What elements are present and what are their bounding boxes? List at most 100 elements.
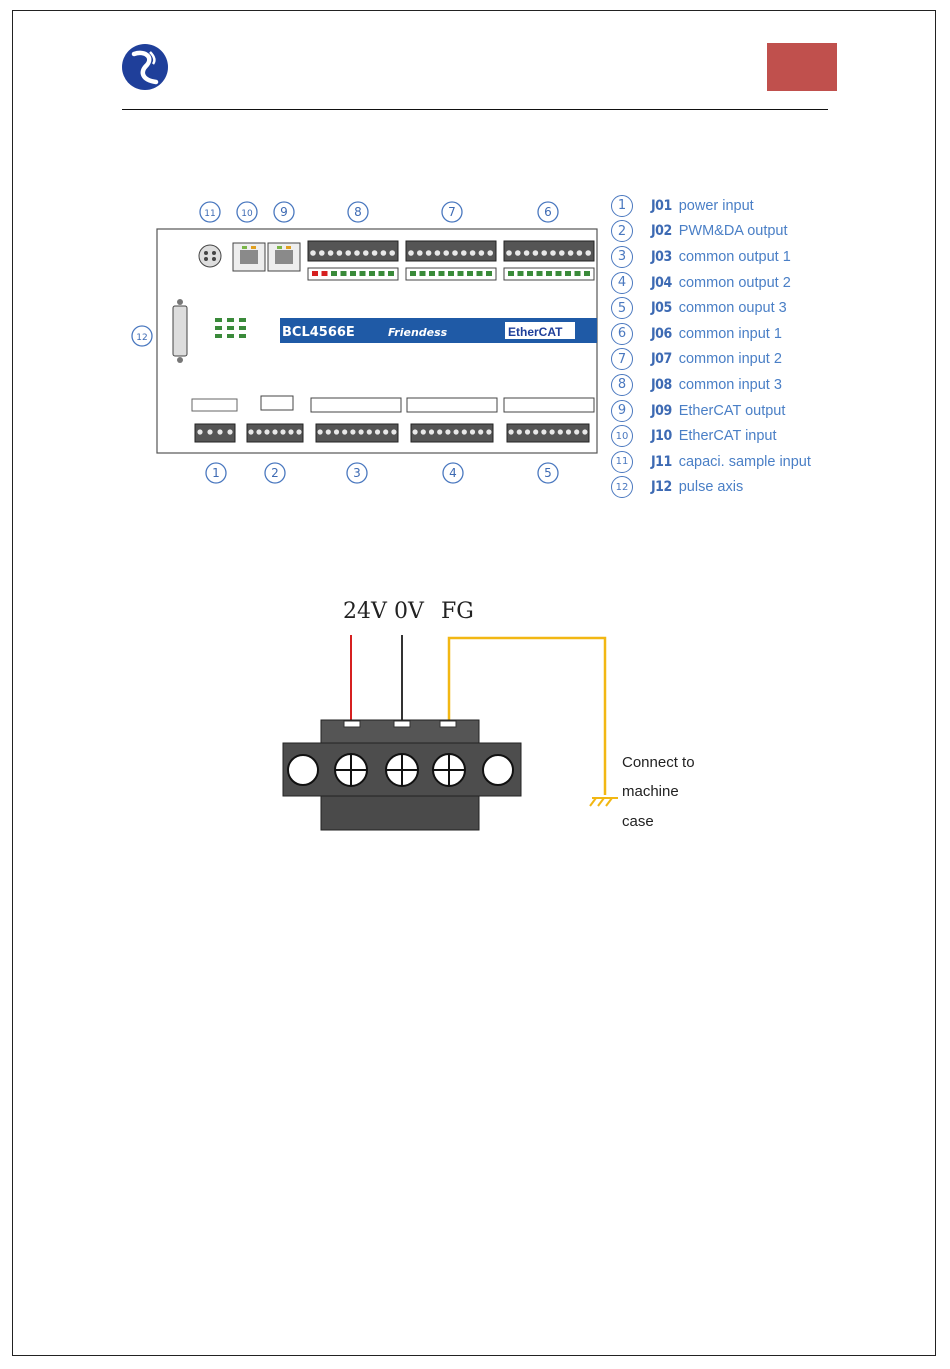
note-line-3: case: [622, 813, 654, 830]
legend-text: pulse axis: [678, 479, 744, 496]
legend-number: 1: [611, 194, 633, 217]
legend-code: J12: [651, 479, 672, 496]
legend-item: 4 J04 common output 2: [608, 270, 848, 296]
legend-text: EtherCAT output: [678, 402, 786, 419]
legend-text: power input: [678, 197, 754, 214]
legend-text: PWM&DA output: [678, 223, 788, 240]
status-leds: [215, 318, 246, 338]
legend-text: common output 2: [678, 274, 791, 291]
terminal-j05: [506, 423, 590, 443]
legend-number: 10: [611, 425, 633, 448]
legend-code: J08: [651, 376, 672, 393]
legend-code: J06: [651, 325, 672, 342]
callout-circle: [442, 462, 464, 484]
terminal-j07: [405, 240, 497, 262]
legend-code: J09: [651, 402, 672, 419]
legend-text: common input 2: [678, 351, 782, 368]
legend-text: EtherCAT input: [678, 428, 777, 445]
legend-text: capaci. sample input: [678, 453, 811, 470]
company-logo: [122, 44, 168, 90]
capacitance-connector: [198, 244, 222, 268]
legend-code: J02: [651, 223, 672, 240]
legend-text: common input 1: [678, 325, 782, 342]
legend-item: 9 J09 EtherCAT output: [608, 398, 848, 424]
legend-item: 2 J02 PWM&DA output: [608, 219, 848, 245]
callout-number: 2: [271, 466, 279, 480]
ethercat-logo-box: [505, 322, 575, 339]
callout-circle: [205, 462, 227, 484]
legend-number: 2: [611, 220, 633, 243]
label-24v: 24V: [343, 599, 388, 624]
terminal-j08: [307, 240, 399, 262]
callout-number: 8: [354, 205, 362, 219]
board-bus: EtherCAT: [508, 325, 563, 339]
terminal-j03: [315, 423, 399, 443]
callout-circle: [273, 201, 295, 223]
ethercat-in-port: [232, 242, 266, 272]
legend-code: J10: [651, 428, 672, 445]
wire-fg: [447, 636, 607, 795]
callout-circle: [199, 201, 221, 223]
connector-legend: 1 J01 power input 2 J02 PWM&DA output 3 J03 comm…: [608, 193, 848, 500]
legend-number: 5: [611, 297, 633, 320]
callout-circle: [537, 462, 559, 484]
callout-number: 3: [353, 466, 361, 480]
callout-circle: [346, 462, 368, 484]
label-0v: 0V: [394, 599, 425, 624]
note-line-1: Connect to: [622, 754, 695, 771]
legend-code: J05: [651, 300, 672, 317]
legend-text: common output 1: [678, 248, 791, 265]
legend-code: J01: [651, 197, 672, 214]
power-wiring-diagram: 24V 0V FG Connect to machine case: [282, 599, 695, 831]
legend-number: 12: [611, 476, 633, 499]
terminal-j01: [191, 398, 238, 443]
corner-color-block: [767, 43, 837, 91]
header-rule: [122, 109, 828, 110]
board-brand: Friendess: [388, 326, 448, 339]
legend-number: 7: [611, 348, 633, 371]
callout-number: 6: [544, 205, 552, 219]
legend-text: common input 3: [678, 376, 782, 393]
note-line-2: machine: [622, 783, 679, 800]
page-frame: [12, 10, 936, 1356]
callout-number: 10: [241, 209, 253, 219]
callout-circle: [131, 325, 153, 347]
callout-circle: [264, 462, 286, 484]
legend-code: J04: [651, 274, 672, 291]
legend-code: J03: [651, 248, 672, 265]
callout-number: 9: [280, 205, 288, 219]
legend-number: 4: [611, 271, 633, 294]
callout-circle: [537, 201, 559, 223]
callout-number: 11: [204, 209, 215, 219]
callout-number: 7: [448, 205, 456, 219]
terminal-j06: [503, 240, 595, 262]
legend-number: 3: [611, 245, 633, 268]
legend-number: 8: [611, 373, 633, 396]
legend-item: 10 J10 EtherCAT input: [608, 423, 848, 449]
callout-number: 1: [212, 466, 220, 480]
callout-circle: [236, 201, 258, 223]
ethercat-out-port: [267, 242, 301, 272]
terminal-j04: [410, 423, 494, 443]
callout-number: 4: [449, 466, 457, 480]
legend-item: 7 J07 common input 2: [608, 347, 848, 373]
legend-item: 12 J12 pulse axis: [608, 475, 848, 501]
label-fg: FG: [441, 599, 474, 624]
led-row-bottom: [260, 395, 595, 413]
legend-item: 1 J01 power input: [608, 193, 848, 219]
board-model: BCL4566E: [282, 325, 355, 340]
legend-code: J07: [651, 351, 672, 368]
callout-circle: [441, 201, 463, 223]
legend-item: 6 J06 common input 1: [608, 321, 848, 347]
callout-number: 5: [544, 466, 552, 480]
legend-code: J11: [651, 453, 672, 470]
legend-item: 3 J03 common output 1: [608, 244, 848, 270]
callout-number: 12: [136, 333, 147, 343]
terminal-connector: [282, 719, 522, 831]
pulse-axis-connector: [172, 299, 188, 363]
legend-number: 6: [611, 322, 633, 345]
legend-number: 9: [611, 399, 633, 422]
